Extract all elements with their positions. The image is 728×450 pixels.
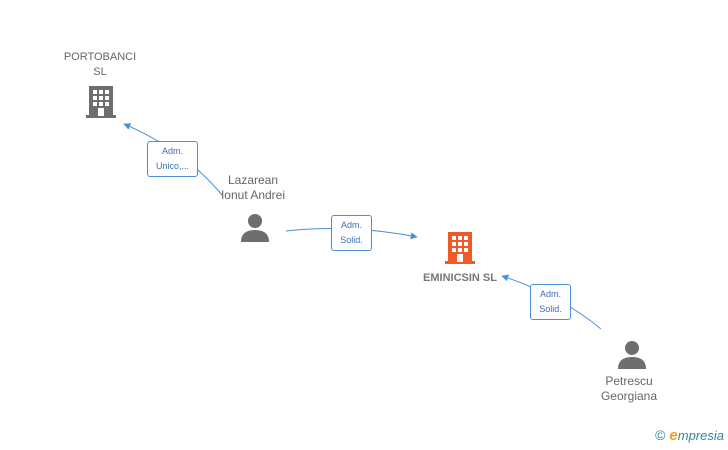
person-name-line2: Ionut Andrei	[220, 188, 286, 202]
role-line2: Solid.	[539, 304, 562, 314]
person-icon[interactable]	[616, 339, 648, 369]
building-icon[interactable]	[85, 84, 117, 120]
role-line2: Solid.	[340, 235, 363, 245]
person-name-line1: Lazarean	[227, 173, 279, 187]
brand-name: mpresia	[677, 428, 724, 443]
company-eminicsin-label[interactable]: EMINICSIN SL	[400, 271, 520, 286]
brand-initial: e	[669, 427, 678, 444]
role-line1: Adm.	[340, 220, 362, 230]
edge-label-lazarean-portobanci[interactable]: Adm. Unico,...	[147, 141, 198, 177]
building-icon[interactable]	[444, 230, 476, 266]
company-portobanci-label[interactable]: PORTOBANCI SL	[50, 50, 150, 80]
role-line1: Adm.	[161, 146, 183, 156]
edge-label-lazarean-eminicsin[interactable]: Adm. Solid.	[331, 215, 372, 251]
company-name-line2: SL	[93, 66, 107, 78]
person-name-line1: Petrescu	[605, 374, 653, 388]
role-line1: Adm.	[539, 289, 561, 299]
company-name-line1: EMINICSIN SL	[423, 272, 497, 284]
person-petrescu-label[interactable]: Petrescu Georgiana	[579, 374, 679, 404]
person-name-line2: Georgiana	[600, 389, 658, 403]
edge-label-petrescu-eminicsin[interactable]: Adm. Solid.	[530, 284, 571, 320]
role-line2: Unico,...	[155, 161, 189, 171]
person-icon[interactable]	[239, 212, 271, 242]
copyright-symbol: ©	[655, 427, 666, 443]
person-lazarean-label[interactable]: Lazarean Ionut Andrei	[193, 173, 313, 203]
company-name-line1: PORTOBANCI	[63, 51, 137, 63]
empresia-watermark: ©empresia	[655, 427, 724, 444]
